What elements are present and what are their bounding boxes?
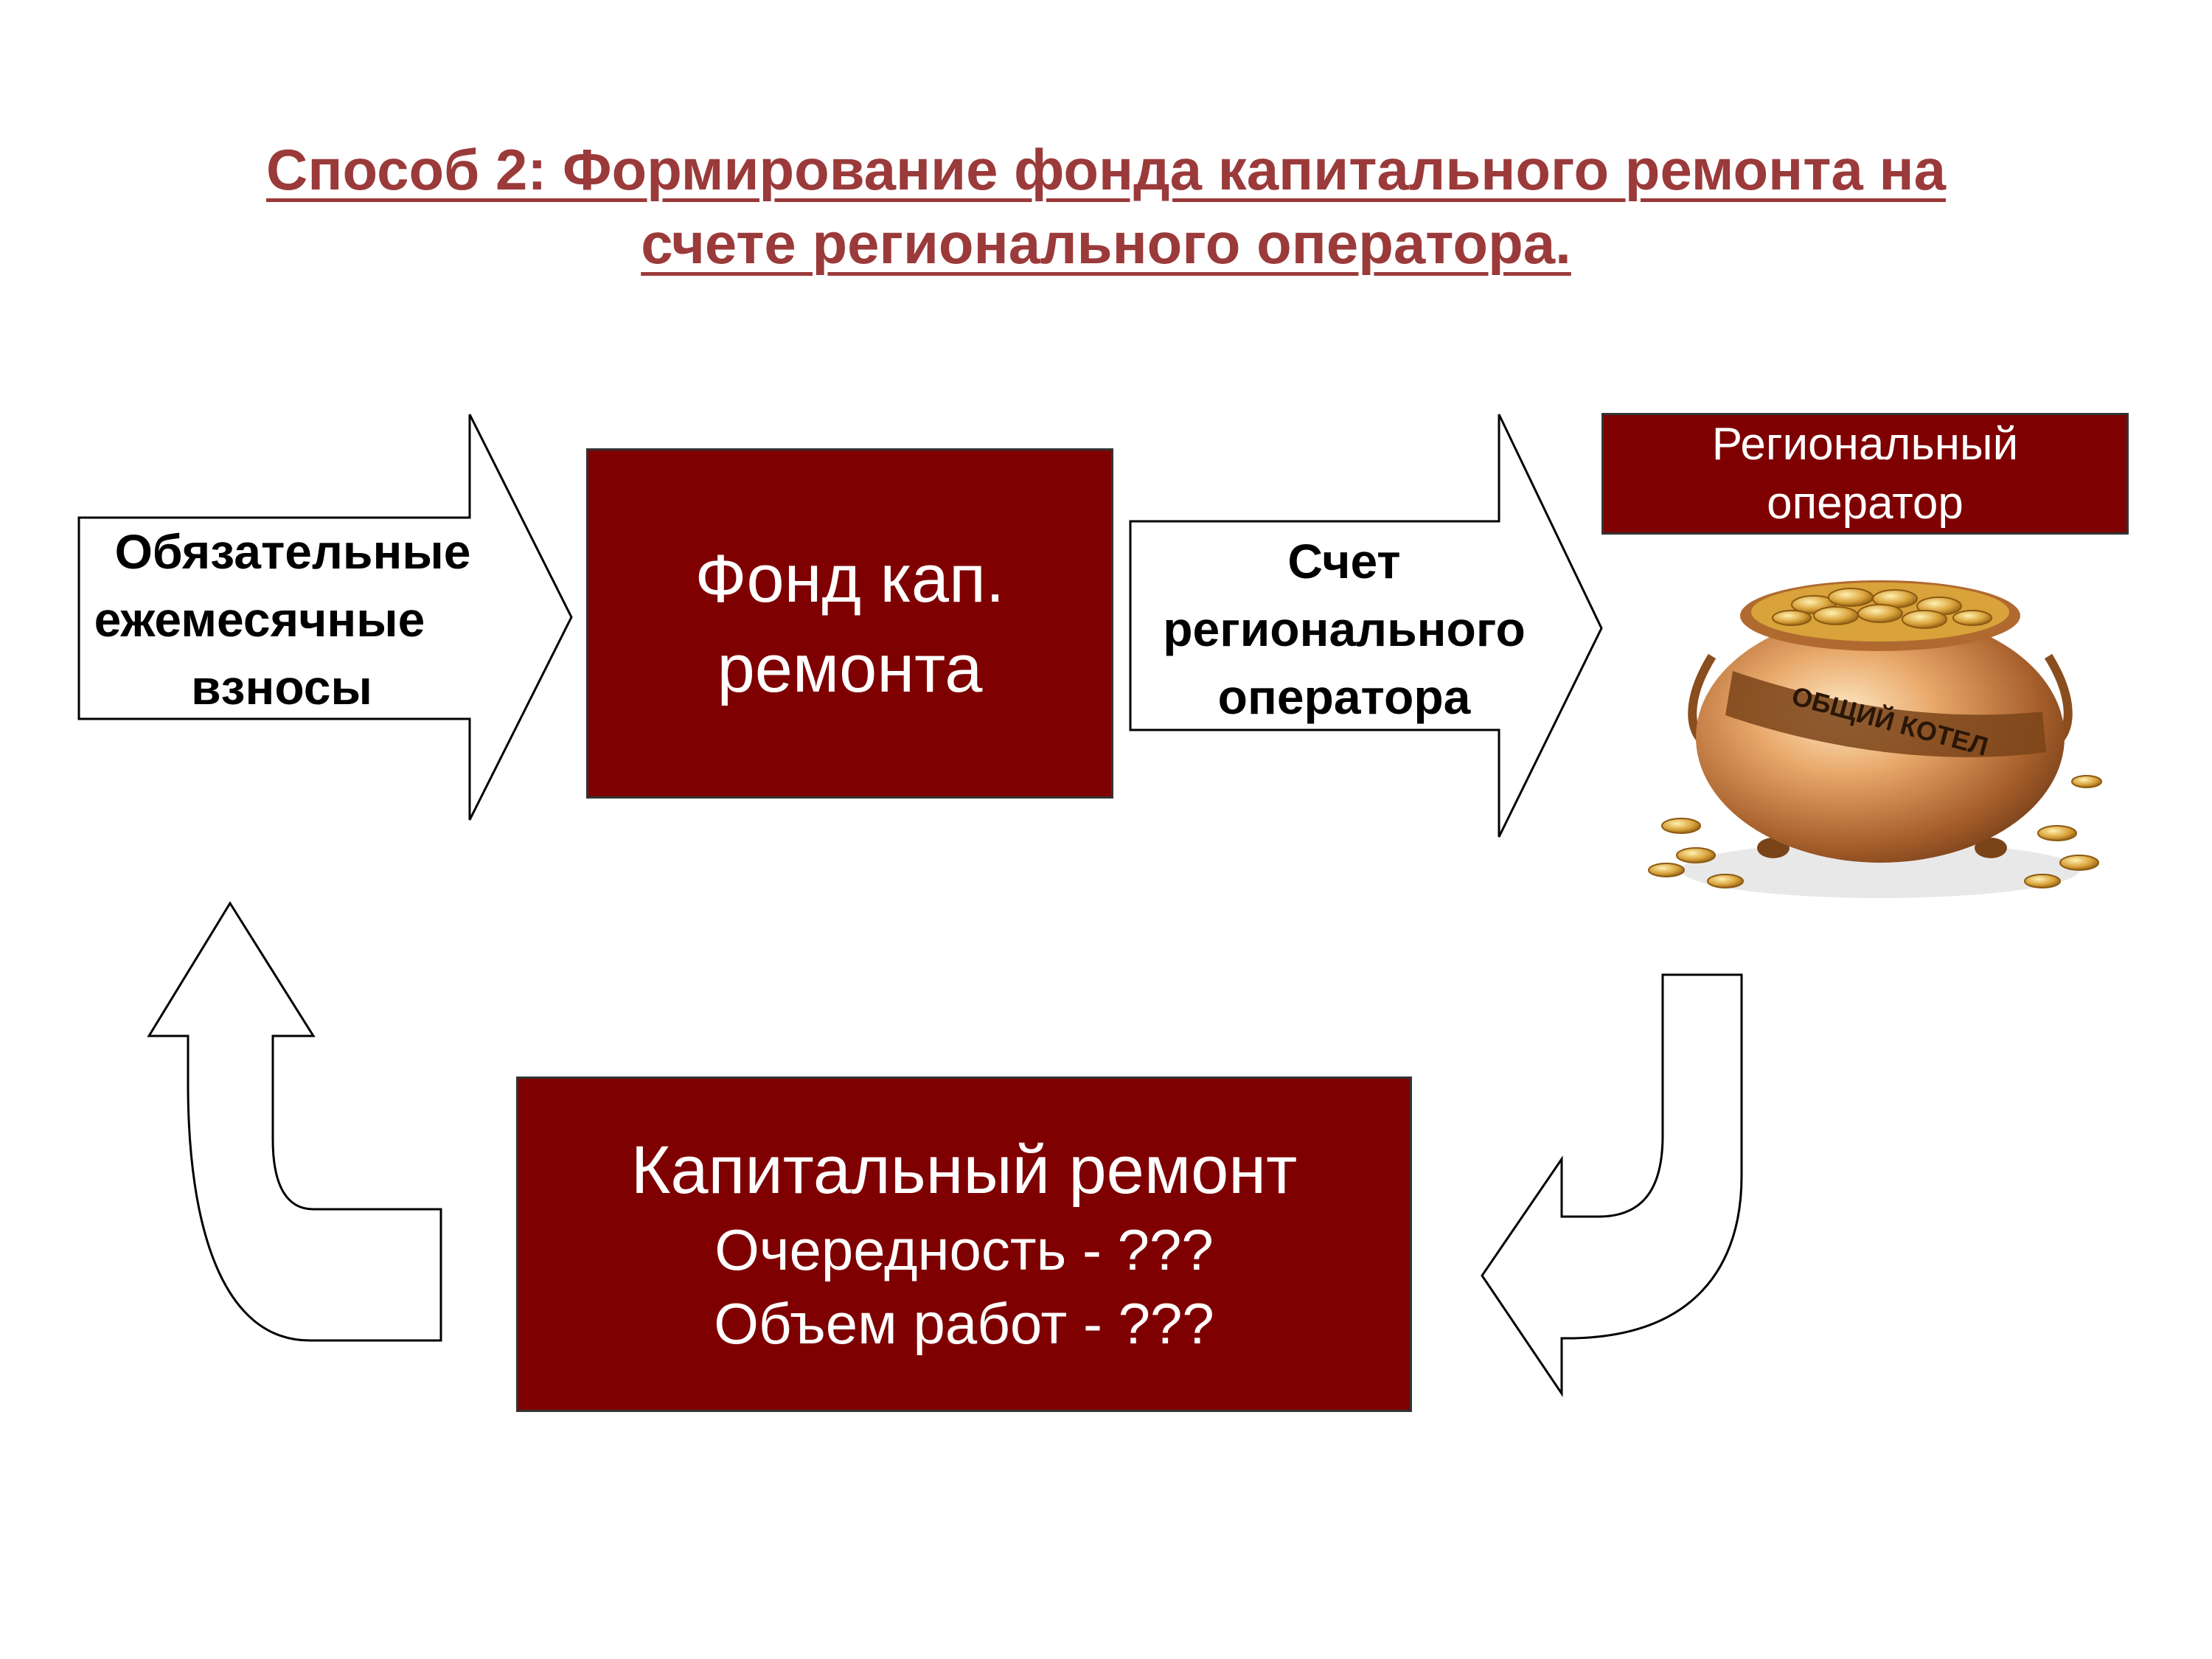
curved-arrow-return [147, 901, 442, 1342]
account-line-3: оператора [1217, 669, 1471, 724]
account-arrow [1129, 414, 1603, 838]
fund-box: Фонд кап. ремонта [586, 448, 1113, 799]
contributions-line-2: ежемесячные [94, 592, 425, 647]
contributions-label: Обязательные ежемесячные взносы [79, 518, 507, 721]
repair-box: Капитальный ремонт Очередность - ??? Объ… [516, 1077, 1412, 1412]
repair-line-1: Капитальный ремонт [630, 1133, 1298, 1208]
fund-line-1: Фонд кап. [695, 540, 1005, 616]
account-label: Счет регионального оператора [1130, 527, 1558, 731]
contributions-line-1: Обязательные [114, 524, 471, 579]
coin-pot-icon: ОБЩИЙ КОТЕЛ [1648, 580, 2102, 898]
contributions-line-3: взносы [191, 660, 372, 714]
account-line-1: Счет [1287, 534, 1401, 588]
operator-box: Региональный оператор [1601, 413, 2129, 535]
curved-arrow-to-repair [1481, 973, 1743, 1397]
title-line-2: счете регионального оператора. [641, 211, 1571, 276]
operator-line-1: Региональный [1711, 418, 2019, 470]
repair-line-2: Очередность - ??? [714, 1217, 1214, 1282]
page-title: Способ 2: Формирование фонда капитальног… [0, 133, 2212, 280]
contributions-arrow [77, 414, 573, 821]
account-line-2: регионального [1163, 602, 1526, 656]
repair-line-3: Объем работ - ??? [714, 1291, 1214, 1356]
operator-line-2: оператор [1767, 477, 1964, 529]
fund-line-2: ремонта [717, 630, 983, 706]
title-line-1: Способ 2: Формирование фонда капитальног… [266, 137, 1946, 202]
